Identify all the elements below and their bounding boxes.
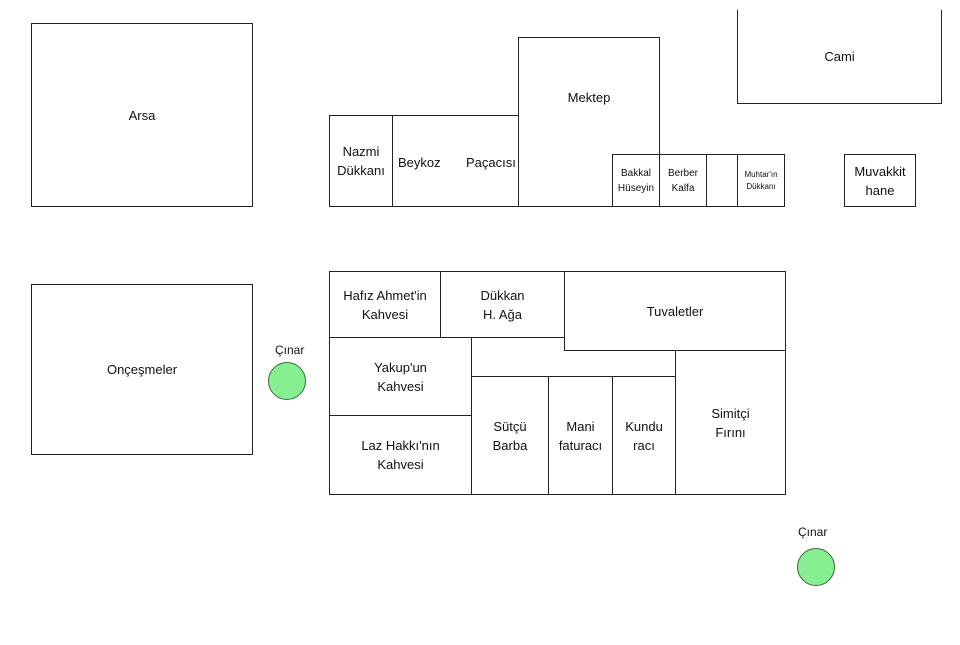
bakkal-huseyin-label: Bakkal Hüseyin <box>617 167 655 194</box>
muhtar-dukkani-block: Muhtar'ın Dükkanı <box>737 154 785 207</box>
oncesmeler-block: Onçeşmeler <box>31 284 253 455</box>
oncesmeler-label: Onçeşmeler <box>106 362 178 377</box>
mektep-block: Mektep <box>518 37 660 207</box>
empty-shop-block <box>706 154 738 207</box>
laz-hakki-kahvesi-label: Laz Hakkı'nın Kahvesi <box>361 438 440 472</box>
beykoz-label: Beykoz <box>398 155 441 170</box>
simitci-firini-label: Simitçi Fırını <box>711 405 750 440</box>
muvakkithane-label: Muvakkit hane <box>854 163 906 198</box>
yakup-kahvesi-label: Yakup'un Kahvesi <box>374 359 427 394</box>
laz-hakki-kahvesi-block: Laz Hakkı'nın Kahvesi <box>329 415 472 495</box>
hafiz-ahmet-kahvesi-block: Hafız Ahmet'in Kahvesi <box>329 271 441 338</box>
bakkal-huseyin-block: Bakkal Hüseyin <box>612 154 660 207</box>
sutcu-barba-block: Sütçü Barba <box>471 376 549 495</box>
sutcu-barba-label: Sütçü Barba <box>492 418 528 453</box>
mani-faturaci-label: Mani faturacı <box>558 418 603 453</box>
berber-kalfa-label: Berber Kalfa <box>667 167 698 194</box>
cinar-right-label: Çınar <box>798 525 828 539</box>
simitci-firini-block: Simitçi Fırını <box>675 350 786 495</box>
hafiz-ahmet-kahvesi-label: Hafız Ahmet'in Kahvesi <box>343 287 427 322</box>
berber-kalfa-block: Berber Kalfa <box>659 154 707 207</box>
cami-block: Cami <box>737 10 942 104</box>
pacacisi-label: Paçacısı <box>466 155 516 170</box>
mani-faturaci-block: Mani faturacı <box>548 376 613 495</box>
muhtar-dukkani-label: Muhtar'ın Dükkanı <box>744 169 778 191</box>
cinar-left-label: Çınar <box>275 343 305 357</box>
kunduraci-label: Kundu racı <box>625 418 663 453</box>
dukkan-h-aga-label: Dükkan H. Ağa <box>480 287 525 322</box>
cinar-left-tree-icon <box>268 362 306 400</box>
arsa-block: Arsa <box>31 23 253 207</box>
dukkan-h-aga-block: Dükkan H. Ağa <box>440 271 565 338</box>
mektep-label: Mektep <box>567 90 611 105</box>
nazmi-dukkani-label: Nazmi Dükkanı <box>337 144 385 178</box>
courtyard-area <box>471 337 676 377</box>
cinar-right-tree-icon <box>797 548 835 586</box>
beykoz-pacacisi-block: Beykoz Paçacısı <box>392 115 519 207</box>
yakup-kahvesi-block: Yakup'un Kahvesi <box>329 337 472 416</box>
cami-label: Cami <box>824 49 855 64</box>
muvakkithane-block: Muvakkit hane <box>844 154 916 207</box>
arsa-label: Arsa <box>128 107 156 123</box>
nazmi-dukkani-block: Nazmi Dükkanı <box>329 115 393 207</box>
tuvaletler-label: Tuvaletler <box>646 303 704 319</box>
kunduraci-block: Kundu racı <box>612 376 676 495</box>
